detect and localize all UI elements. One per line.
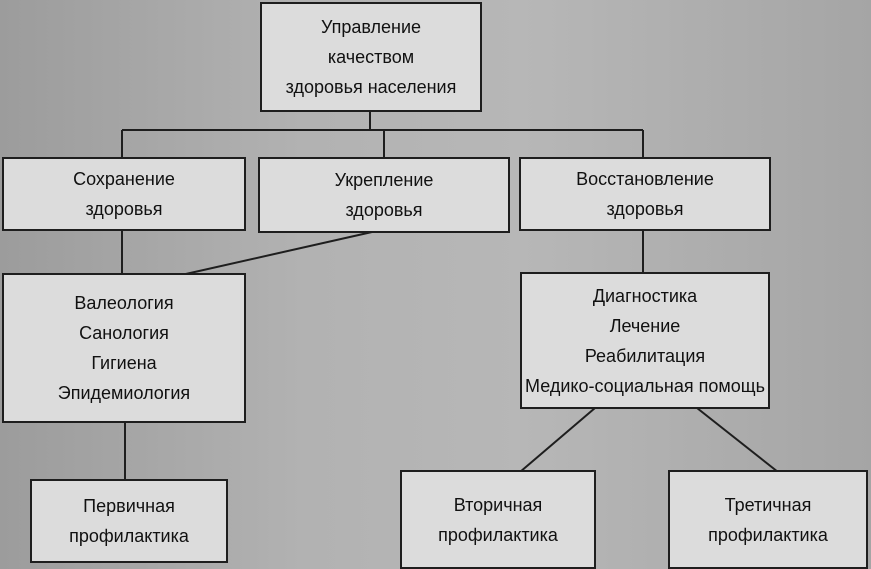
preservation-line-2: здоровья	[85, 199, 163, 219]
tertiary-prevention-box: Третичная профилактика	[668, 470, 868, 569]
strengthening-to-valeology-line	[167, 231, 373, 279]
restoration-line-2: здоровья	[606, 199, 684, 219]
restoration-line-1: Восстановление	[576, 169, 714, 189]
diagnostics-line-4: Медико-социальная помощь	[525, 375, 765, 396]
diagnostics-line-3: Реабилитация	[584, 345, 706, 366]
primary-prevention-line-2: профилактика	[69, 526, 189, 546]
valeology-line-3: Гигиена	[91, 353, 157, 373]
preservation-box: Сохранение здоровья	[2, 157, 246, 231]
strengthening-line-1: Укрепление	[334, 170, 434, 190]
secondary-prevention-line-1: Вторичная	[453, 494, 543, 515]
strengthening-box: Укрепление здоровья	[258, 157, 510, 233]
valeology-line-2: Санология	[79, 323, 169, 343]
root-line-2: качеством	[327, 47, 415, 67]
root-line-1: Управление	[320, 17, 422, 37]
root-box: Управление качеством здоровья населения	[260, 2, 482, 112]
diagnostics-line-2: Лечение	[609, 315, 681, 336]
valeology-box: Валеология Санология Гигиена Эпидемиолог…	[2, 273, 246, 423]
strengthening-line-2: здоровья	[345, 200, 423, 220]
valeology-line-4: Эпидемиология	[57, 383, 191, 403]
restoration-box: Восстановление здоровья	[519, 157, 771, 231]
valeology-line-1: Валеология	[74, 293, 174, 313]
root-line-3: здоровья населения	[285, 77, 457, 97]
tertiary-prevention-line-1: Третичная	[724, 494, 812, 515]
primary-prevention-line-1: Первичная	[83, 496, 175, 516]
secondary-prevention-box: Вторичная профилактика	[400, 470, 596, 569]
diagnostics-box: Диагностика Лечение Реабилитация Медико-…	[520, 272, 770, 409]
to-tertiary-prevention-line	[696, 407, 779, 473]
primary-prevention-box: Первичная профилактика	[30, 479, 228, 563]
to-secondary-prevention-line	[519, 407, 596, 473]
secondary-prevention-line-2: профилактика	[438, 524, 558, 545]
preservation-line-1: Сохранение	[73, 169, 175, 189]
diagnostics-line-1: Диагностика	[592, 285, 698, 306]
tertiary-prevention-line-2: профилактика	[708, 524, 828, 545]
